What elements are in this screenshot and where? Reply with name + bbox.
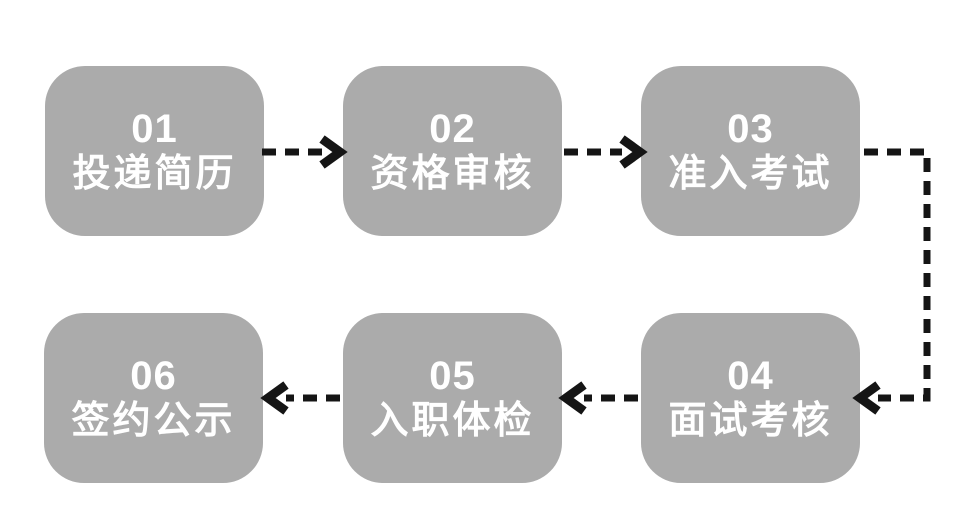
step-label: 投递简历 (72, 153, 237, 195)
step-label: 准入考试 (668, 153, 833, 195)
connector-03-to-04-icon (852, 148, 931, 415)
arrow-05-to-06-icon (260, 381, 340, 415)
step-box-02: 02 资格审核 (343, 66, 562, 236)
step-number: 02 (429, 107, 476, 151)
step-number: 03 (727, 107, 774, 151)
step-box-03: 03 准入考试 (641, 66, 860, 236)
step-label: 面试考核 (668, 400, 833, 442)
arrow-01-to-02-icon (262, 135, 348, 169)
step-label: 签约公示 (71, 400, 236, 442)
step-box-06: 06 签约公示 (44, 313, 263, 483)
step-box-01: 01 投递简历 (45, 66, 264, 236)
step-label: 入职体检 (370, 400, 535, 442)
arrow-04-to-05-icon (558, 381, 638, 415)
step-box-04: 04 面试考核 (641, 313, 860, 483)
step-label: 资格审核 (370, 153, 535, 195)
step-number: 06 (130, 354, 177, 398)
step-box-05: 05 入职体检 (343, 313, 562, 483)
step-number: 04 (727, 354, 774, 398)
step-number: 05 (429, 354, 476, 398)
step-number: 01 (131, 107, 178, 151)
arrow-02-to-03-icon (564, 135, 648, 169)
